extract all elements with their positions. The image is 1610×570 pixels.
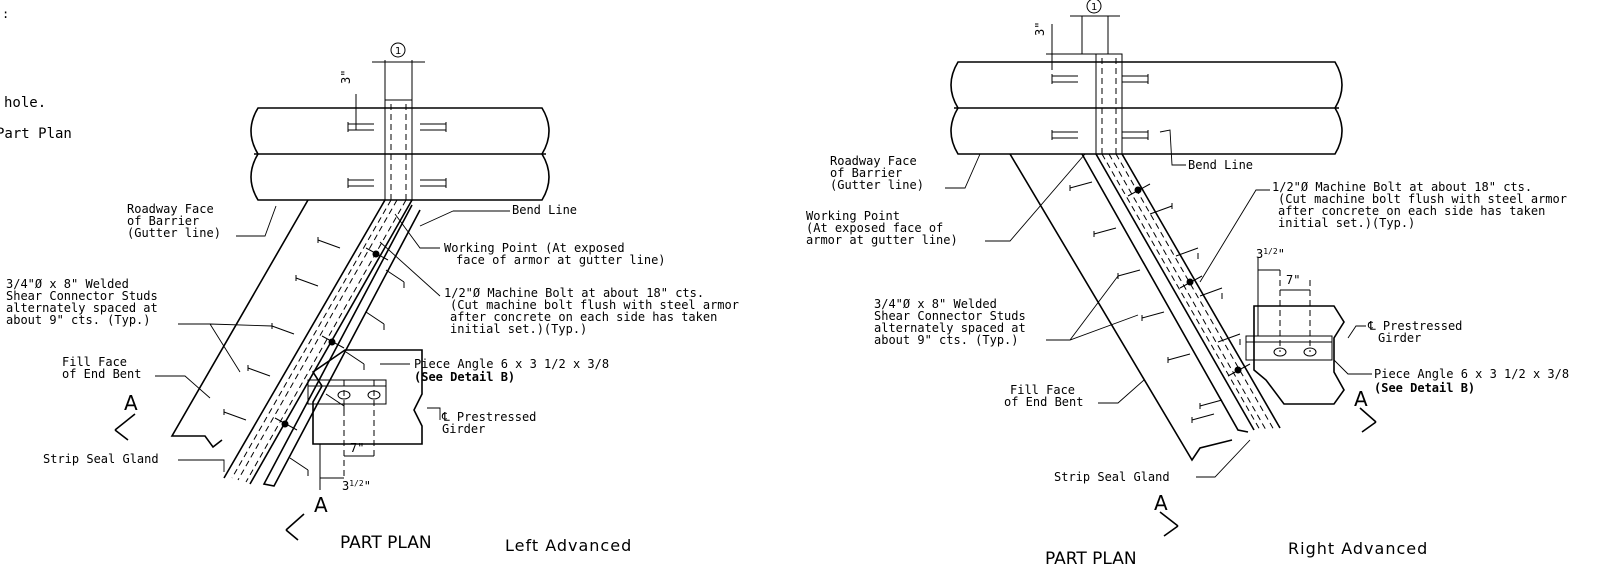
right-dim-3in: 3" <box>1033 22 1047 36</box>
left-girder <box>311 349 423 445</box>
right-section-mark-top: A <box>1354 387 1377 433</box>
right-label-bend-line: Bend Line <box>1188 158 1253 172</box>
right-callout-number: 1 <box>1091 2 1097 13</box>
left-bolts <box>274 247 389 431</box>
left-fill-face <box>170 199 309 449</box>
right-label-machine-bolt: 1/2"Ø Machine Bolt at about 18" cts. (Cu… <box>1272 180 1574 230</box>
right-bolts <box>1127 183 1251 377</box>
left-piece-angle <box>307 379 387 405</box>
left-callout-number: 1 <box>395 46 401 57</box>
left-label-studs: 3/4"Ø x 8" Welded Shear Connector Studs … <box>6 277 165 327</box>
left-dim-7in: 7" <box>350 441 364 455</box>
left-subtitle: Left Advanced <box>505 536 632 555</box>
svg-text:A: A <box>1354 387 1368 411</box>
margin-colon: : <box>2 7 9 21</box>
right-label-fill-face: Fill Face of End Bent <box>1004 383 1083 409</box>
left-part-plan: 1 3" <box>6 42 746 555</box>
left-callout-circle <box>390 42 406 58</box>
left-armor-slot <box>384 99 413 201</box>
right-armor-slot <box>1095 53 1123 155</box>
left-dim-3half: 31/2" <box>342 479 371 493</box>
left-label-see-detail: (See Detail B) <box>414 370 515 384</box>
left-section-mark-top: A <box>114 391 138 441</box>
left-label-machine-bolt: 1/2"Ø Machine Bolt at about 18" cts. (Cu… <box>444 286 746 336</box>
right-girder <box>1253 305 1345 405</box>
left-title: PART PLAN <box>340 533 432 553</box>
left-label-piece-angle: Piece Angle 6 x 3 1/2 x 3/8 <box>414 357 609 371</box>
right-callout-circle <box>1086 0 1102 14</box>
left-label-roadway: Roadway Face of Barrier (Gutter line) <box>127 202 221 240</box>
left-label-fill-face: Fill Face of End Bent <box>62 355 141 381</box>
right-label-see-detail: (See Detail B) <box>1374 381 1475 395</box>
margin-hole: hole. <box>4 95 46 111</box>
right-armor-diagonal <box>1081 153 1281 433</box>
left-dim-3in: 3" <box>339 70 353 84</box>
margin-part-plan: Part Plan <box>0 126 72 142</box>
right-barrier <box>950 61 1343 155</box>
right-subtitle: Right Advanced <box>1288 539 1428 558</box>
left-barrier <box>250 107 550 201</box>
svg-text:A: A <box>124 391 138 415</box>
right-label-girder: ℄ Prestressed Girder <box>1367 319 1470 345</box>
left-diagonal-studs <box>223 237 405 476</box>
right-title: PART PLAN <box>1045 549 1137 569</box>
right-label-roadway: Roadway Face of Barrier (Gutter line) <box>830 154 924 192</box>
right-piece-angle <box>1245 335 1333 361</box>
right-dim-7in: 7" <box>1286 273 1300 287</box>
left-label-bend-line: Bend Line <box>512 203 577 217</box>
right-part-plan: 1 3" <box>806 0 1574 569</box>
right-label-strip-seal: Strip Seal Gland <box>1054 470 1170 484</box>
svg-text:A: A <box>1154 491 1168 515</box>
left-label-strip-seal: Strip Seal Gland <box>43 452 159 466</box>
left-label-working-point: Working Point (At exposed face of armor … <box>444 241 666 267</box>
left-label-girder: ℄ Prestressed Girder <box>441 410 544 436</box>
right-fill-face <box>1009 153 1233 462</box>
right-dim-3half: 31/2" <box>1256 247 1285 261</box>
left-section-mark-bottom: A <box>285 493 328 541</box>
right-barrier-studs <box>1051 74 1149 140</box>
svg-text:A: A <box>314 493 328 517</box>
right-section-mark-bottom: A <box>1154 491 1179 537</box>
right-label-studs: 3/4"Ø x 8" Welded Shear Connector Studs … <box>874 297 1033 347</box>
right-label-piece-angle: Piece Angle 6 x 3 1/2 x 3/8 <box>1374 367 1569 381</box>
right-label-working-point: Working Point (At exposed face of armor … <box>806 209 958 247</box>
left-barrier-studs <box>347 122 447 188</box>
right-diagonal-studs <box>1069 181 1241 423</box>
